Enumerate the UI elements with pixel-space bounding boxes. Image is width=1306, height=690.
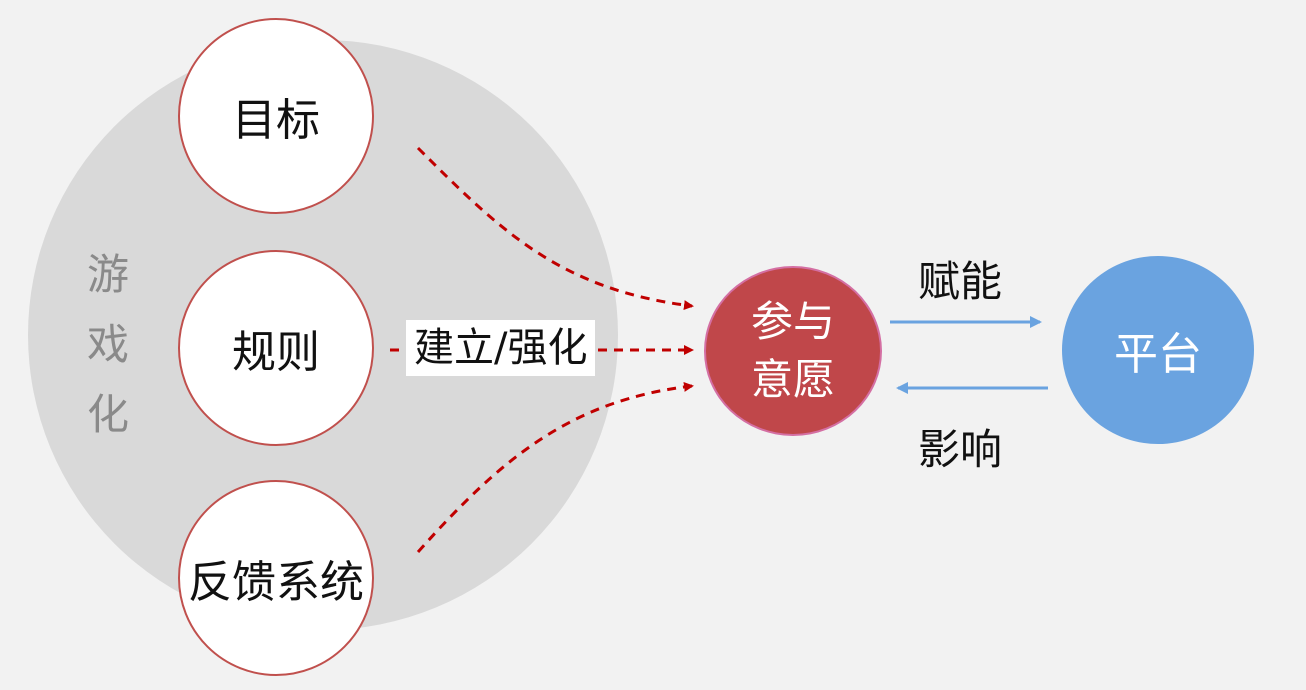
platform-node: 平台: [1062, 256, 1254, 444]
gamification-char: 化: [86, 390, 129, 439]
empower-label: 赋能: [918, 257, 1003, 306]
gamification-char: 游: [86, 250, 129, 299]
rule-node: 规则: [178, 250, 374, 446]
establish-reinforce-label: 建立/强化: [406, 320, 596, 376]
rule-label: 规则: [232, 327, 320, 378]
influence-label: 影响: [918, 425, 1003, 474]
gamification-label: 游 戏 化: [80, 240, 136, 450]
feedback-to-willingness-arrow: [416, 381, 694, 553]
willingness-line: 意愿: [750, 355, 835, 404]
platform-label: 平台: [1114, 329, 1202, 380]
goal-node: 目标: [178, 18, 374, 214]
goal-to-willingness-arrow: [416, 146, 694, 310]
gamification-char: 戏: [86, 320, 129, 369]
feedback-system-node: 反馈系统: [178, 480, 374, 676]
goal-label: 目标: [232, 95, 320, 146]
participation-willingness-node: 参与 意愿: [704, 266, 882, 436]
willingness-line: 参与: [750, 297, 835, 346]
feedback-system-label: 反馈系统: [188, 557, 364, 608]
